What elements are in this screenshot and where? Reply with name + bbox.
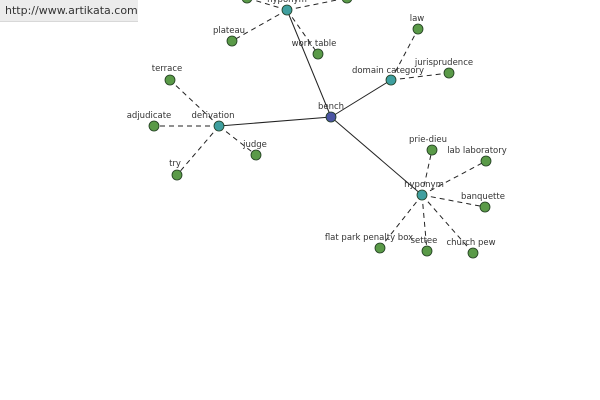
edge-bench-hyponym-top xyxy=(286,9,332,118)
leaf-node-law[interactable] xyxy=(412,23,424,35)
edge-bench-hyponym-bottom xyxy=(330,116,423,196)
leaf-label-law[interactable]: law xyxy=(410,14,425,24)
edge-domain-category-law xyxy=(390,28,419,81)
category-label-hyponym-bottom[interactable]: hyponym xyxy=(404,180,444,190)
category-node-hyponym-top[interactable] xyxy=(281,4,293,16)
category-label-derivation[interactable]: derivation xyxy=(191,111,234,121)
leaf-label-plateau[interactable]: plateau xyxy=(213,26,245,36)
leaf-label-lab-laboratory[interactable]: lab laboratory xyxy=(447,146,507,156)
leaf-label-work-table[interactable]: work table xyxy=(292,39,337,49)
graph-edges xyxy=(154,0,487,254)
leaf-label-prie-dieu[interactable]: prie-dieu xyxy=(409,135,447,145)
graph-labels: bench hyponym domain category derivation hyp… xyxy=(127,0,507,248)
graph-nodes xyxy=(148,0,492,259)
leaf-node-leaf-top-a[interactable] xyxy=(241,0,253,4)
leaf-label-judge[interactable]: judge xyxy=(242,140,267,150)
leaf-node-settee[interactable] xyxy=(421,245,433,257)
leaf-node-lab-laboratory[interactable] xyxy=(480,155,492,167)
category-node-hyponym-bottom[interactable] xyxy=(416,189,428,201)
leaf-node-prie-dieu[interactable] xyxy=(426,144,438,156)
leaf-label-banquette[interactable]: banquette xyxy=(461,192,505,202)
edge-hyponym-bottom-banquette xyxy=(421,194,486,208)
edge-hyponym-top-leaf-top-a xyxy=(251,0,288,11)
leaf-node-leaf-top-b[interactable] xyxy=(341,0,353,4)
edge-hyponym-bottom-settee xyxy=(421,194,428,252)
edge-hyponym-top-plateau xyxy=(231,9,288,42)
leaf-label-adjudicate[interactable]: adjudicate xyxy=(127,111,172,121)
leaf-node-banquette[interactable] xyxy=(479,201,491,213)
leaf-node-judge[interactable] xyxy=(250,149,262,161)
edge-derivation-terrace xyxy=(169,79,220,127)
edge-hyponym-bottom-lab-laboratory xyxy=(421,160,487,196)
edge-bench-derivation xyxy=(218,116,332,127)
category-node-domain-category[interactable] xyxy=(385,74,397,86)
leaf-node-flat-park-penalty-box[interactable] xyxy=(374,242,386,254)
leaf-node-jurisprudence[interactable] xyxy=(443,67,455,79)
leaf-label-settee[interactable]: settee xyxy=(411,236,438,246)
root-label-bench[interactable]: bench xyxy=(318,102,344,112)
leaf-node-adjudicate[interactable] xyxy=(148,120,160,132)
edge-hyponym-top-leaf-top-b xyxy=(286,0,340,11)
edge-domain-category-jurisprudence xyxy=(390,72,450,81)
category-label-hyponym-top[interactable]: hyponym xyxy=(267,0,307,5)
edge-derivation-try xyxy=(176,125,220,176)
root-node-bench[interactable] xyxy=(325,111,337,123)
leaf-node-terrace[interactable] xyxy=(164,74,176,86)
leaf-node-plateau[interactable] xyxy=(226,35,238,47)
edge-hyponym-bottom-church-pew xyxy=(421,194,474,254)
leaf-label-jurisprudence[interactable]: jurisprudence xyxy=(414,58,473,68)
leaf-label-flat-park-penalty-box[interactable]: flat park penalty box xyxy=(325,233,413,243)
category-node-derivation[interactable] xyxy=(213,120,225,132)
source-url-text[interactable]: http://www.artikata.com xyxy=(5,4,138,17)
leaf-label-church-pew[interactable]: church pew xyxy=(446,238,495,248)
category-label-domain-category[interactable]: domain category xyxy=(352,66,424,76)
leaf-node-work-table[interactable] xyxy=(312,48,324,60)
leaf-node-try[interactable] xyxy=(171,169,183,181)
edge-hyponym-bottom-flat-park-penalty-box xyxy=(379,194,423,249)
edge-hyponym-bottom-prie-dieu xyxy=(421,149,433,196)
edge-bench-domain-category xyxy=(330,79,392,118)
leaf-node-church-pew[interactable] xyxy=(467,247,479,259)
leaf-label-terrace[interactable]: terrace xyxy=(152,64,183,74)
source-url-banner[interactable]: http://www.artikata.com xyxy=(0,0,138,22)
edge-derivation-judge xyxy=(218,125,257,156)
leaf-label-try[interactable]: try xyxy=(169,159,181,169)
